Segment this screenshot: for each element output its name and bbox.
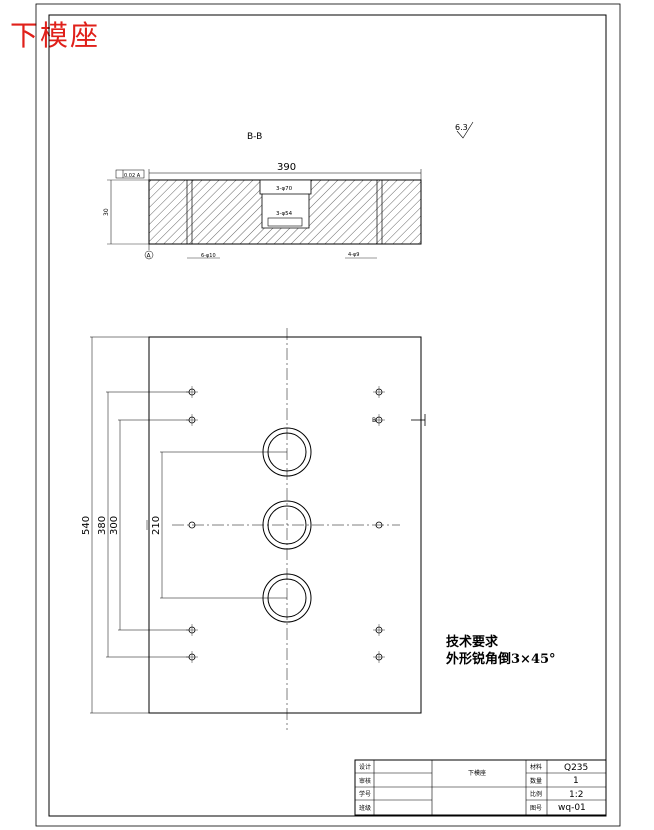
inner-border <box>48 14 607 817</box>
plate-outline <box>148 336 422 714</box>
technical-requirements: 技术要求 外形锐角倒3×45° <box>446 634 556 668</box>
tb-part-name: 下模座 <box>468 769 486 777</box>
section-view: 390 0.02 A 30 A 3-φ70 3-φ54 6-φ10 4-φ9 <box>103 162 422 260</box>
roughness-symbol: 6.3 <box>455 121 474 139</box>
hole-note-right: 4-φ9 <box>348 252 359 258</box>
svg-text:6.3: 6.3 <box>455 123 468 132</box>
tb-scale: 1:2 <box>569 790 583 800</box>
drawing-title-overlay: 下模座 <box>10 19 101 52</box>
dim-300: 300 <box>109 516 120 535</box>
section-label: B-B <box>247 132 262 142</box>
dim-380: 380 <box>97 516 108 535</box>
tb-label-left-3: 班级 <box>359 804 371 812</box>
dim-30: 30 <box>103 208 110 216</box>
tb-label-right-3: 图号 <box>530 805 542 812</box>
hole-note-mid: 3-φ54 <box>276 211 293 217</box>
tb-label-left-0: 设计 <box>359 763 371 771</box>
tech-req-line-1: 外形锐角倒3×45° <box>446 652 556 667</box>
dim-210: 210 <box>151 516 162 535</box>
tb-material: Q235 <box>564 763 588 773</box>
plan-view: 540 380 300 210 B <box>81 328 426 730</box>
tb-quantity: 1 <box>573 776 579 786</box>
tb-label-right-0: 材料 <box>530 763 542 771</box>
flatness-tolerance: 0.02 A <box>124 173 141 179</box>
section-mark-b: B <box>372 417 376 424</box>
dim-540: 540 <box>81 516 92 535</box>
tb-drawing-no: wq-01 <box>558 803 586 813</box>
title-block <box>354 759 607 816</box>
tb-label-left-1: 审核 <box>359 777 371 785</box>
hole-note-left: 6-φ10 <box>201 253 216 259</box>
tech-req-heading: 技术要求 <box>446 635 499 650</box>
dim-390: 390 <box>277 162 296 173</box>
datum-a: A <box>147 253 152 260</box>
center-cavity <box>259 179 312 229</box>
tb-label-left-2: 学号 <box>359 790 371 798</box>
tb-label-right-1: 数量 <box>530 777 542 785</box>
outer-border <box>35 3 621 827</box>
tb-label-right-2: 比例 <box>530 790 542 798</box>
hole-note-top: 3-φ70 <box>276 186 293 192</box>
